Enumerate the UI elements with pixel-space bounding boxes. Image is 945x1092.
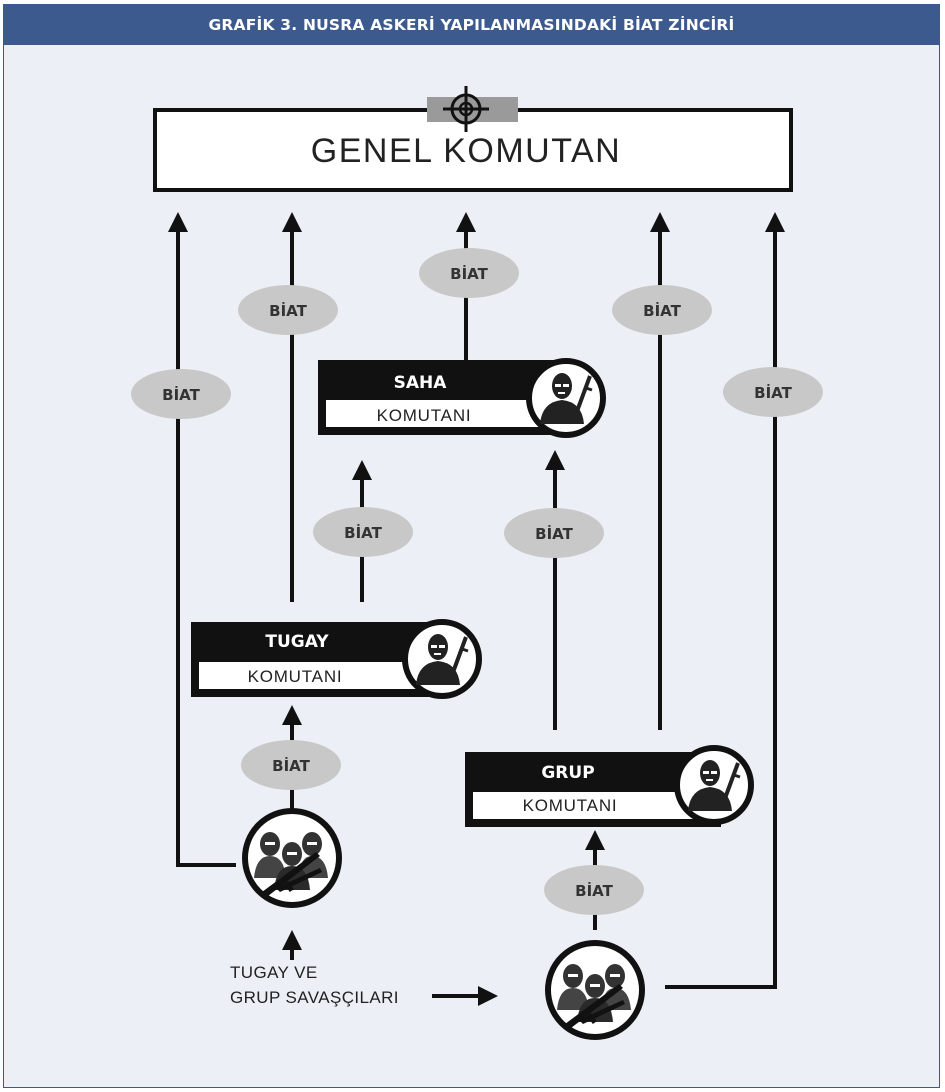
biat-label: BİAT [504, 508, 604, 558]
fighters-group-icon [245, 811, 339, 905]
edge-fighters-left-to-genel [168, 212, 236, 867]
svg-text:BİAT: BİAT [643, 301, 681, 320]
biat-label: BİAT [419, 248, 519, 298]
masked-commander-icon [677, 748, 751, 822]
tugay-subtitle: KOMUTANI [248, 667, 343, 686]
genel-komutan-label: GENEL KOMUTAN [311, 132, 621, 170]
grup-subtitle: KOMUTANI [523, 796, 618, 815]
svg-text:BİAT: BİAT [535, 524, 573, 543]
grup-title: GRUP [541, 763, 594, 783]
saha-subtitle: KOMUTANI [377, 406, 472, 425]
biat-label: BİAT [313, 507, 413, 557]
chart-title: GRAFİK 3. NUSRA ASKERİ YAPILANMASINDAKİ … [4, 5, 939, 45]
saha-title: SAHA [394, 373, 448, 393]
biat-label: BİAT [131, 369, 231, 419]
tugay-title: TUGAY [265, 632, 329, 652]
fighters-label-line1: TUGAY VE [230, 963, 318, 982]
svg-text:BİAT: BİAT [575, 881, 613, 900]
fighters-label: TUGAY VE GRUP SAVAŞÇILARI [230, 963, 399, 1007]
svg-text:BİAT: BİAT [754, 383, 792, 402]
fighters-group-icon [548, 943, 642, 1037]
masked-commander-icon [405, 622, 479, 696]
crosshair-icon [427, 86, 518, 132]
biat-label: BİAT [241, 740, 341, 790]
svg-text:BİAT: BİAT [162, 385, 200, 404]
edge-fighters-right-to-genel [665, 212, 785, 989]
grup-komutani-node: GRUP KOMUTANI [465, 748, 751, 827]
genel-komutan-node: GENEL KOMUTAN [153, 108, 793, 192]
biat-label: BİAT [238, 285, 338, 335]
biat-label: BİAT [612, 285, 712, 335]
svg-text:BİAT: BİAT [269, 301, 307, 320]
svg-text:BİAT: BİAT [450, 264, 488, 283]
saha-komutani-node: SAHA KOMUTANI [318, 360, 603, 435]
fighters-label-line2: GRUP SAVAŞÇILARI [230, 988, 399, 1007]
masked-commander-icon [529, 361, 603, 435]
tugay-komutani-node: TUGAY KOMUTANI [191, 622, 479, 697]
svg-text:BİAT: BİAT [344, 523, 382, 542]
svg-text:BİAT: BİAT [272, 756, 310, 775]
biat-label: BİAT [723, 367, 823, 417]
biat-label: BİAT [544, 865, 644, 915]
